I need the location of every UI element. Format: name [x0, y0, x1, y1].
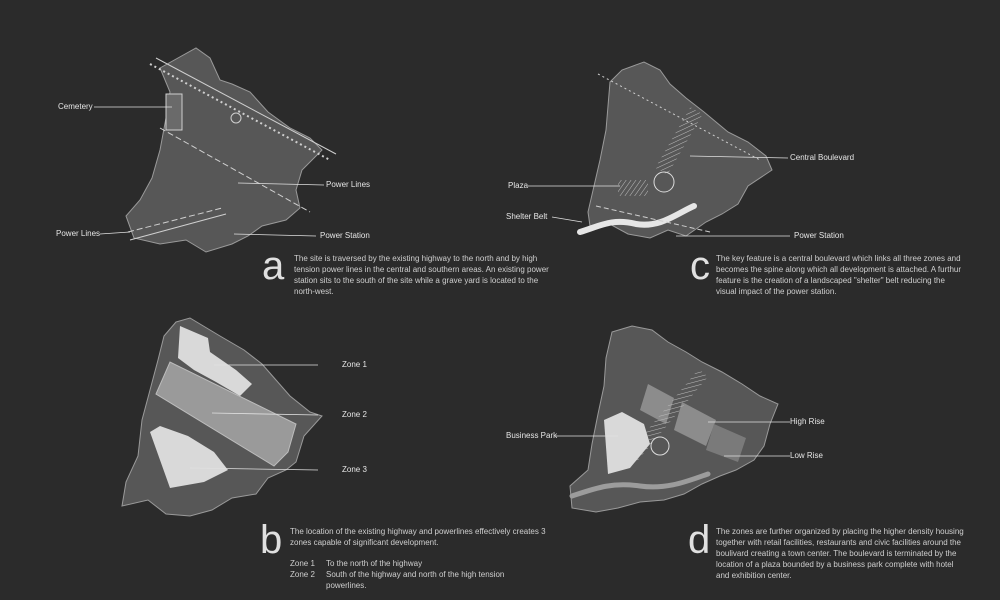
leader-lines	[94, 106, 790, 471]
label-shelter-belt: Shelter Belt	[506, 212, 548, 221]
description-d: The zones are further organized by placi…	[716, 527, 964, 580]
power-line-a-3	[129, 213, 227, 241]
label-cemetery: Cemetery	[58, 102, 93, 111]
label-zone3: Zone 3	[342, 465, 367, 474]
roundabout-a	[230, 112, 242, 124]
power-line-a-1	[159, 127, 311, 213]
site-map-d	[569, 325, 779, 513]
label-power-lines-1: Power Lines	[326, 180, 371, 189]
highway-a-2	[155, 57, 337, 155]
label-zone1: Zone 1	[342, 360, 367, 369]
zone-list: Zone 1 To the north of the highway Zone …	[290, 558, 552, 591]
zone3-shape	[150, 426, 228, 488]
power-line-a-2	[127, 207, 223, 233]
high-rise-block-2	[674, 402, 716, 446]
label-plaza: Plaza	[508, 181, 529, 190]
low-rise-block	[706, 424, 746, 462]
zone-list-item: Zone 2 South of the highway and north of…	[290, 570, 505, 590]
label-power-lines-2: Power Lines	[56, 229, 101, 238]
panel-letter-b: b	[260, 518, 283, 562]
power-line-c	[595, 205, 711, 233]
label-power-station-a: Power Station	[320, 231, 370, 240]
highway-c	[597, 73, 761, 161]
site-map-b	[121, 317, 323, 517]
central-boulevard-shape	[655, 107, 703, 175]
cemetery-area	[165, 93, 183, 131]
description-b: The location of the existing highway and…	[290, 526, 552, 591]
label-business-park: Business Park	[506, 431, 558, 440]
description-a: The site is traversed by the existing hi…	[294, 254, 549, 296]
label-power-station-c: Power Station	[794, 231, 844, 240]
plaza-d	[650, 436, 670, 456]
panel-letter-d: d	[688, 518, 711, 562]
shelter-belt-shape	[577, 203, 697, 235]
plaza-shape	[618, 180, 648, 196]
zone2-shape	[155, 361, 297, 467]
business-park-shape	[604, 412, 650, 474]
panel-letter-a: a	[262, 244, 285, 288]
shelter-belt-d	[569, 471, 711, 499]
site-map-a	[125, 47, 337, 253]
zone-list-item: Zone 1 To the north of the highway	[290, 559, 423, 568]
zone1-shape	[178, 326, 252, 396]
label-zone2: Zone 2	[342, 410, 367, 419]
description-c: The key feature is a central boulevard w…	[716, 254, 962, 296]
label-central-boulevard: Central Boulevard	[790, 153, 855, 162]
central-plaza-c	[653, 171, 675, 193]
site-outline-a	[125, 47, 323, 253]
label-low-rise: Low Rise	[790, 451, 823, 460]
panel-letter-c: c	[690, 244, 710, 288]
label-high-rise: High Rise	[790, 417, 825, 426]
highway-a	[149, 63, 331, 161]
site-map-c	[577, 61, 773, 239]
